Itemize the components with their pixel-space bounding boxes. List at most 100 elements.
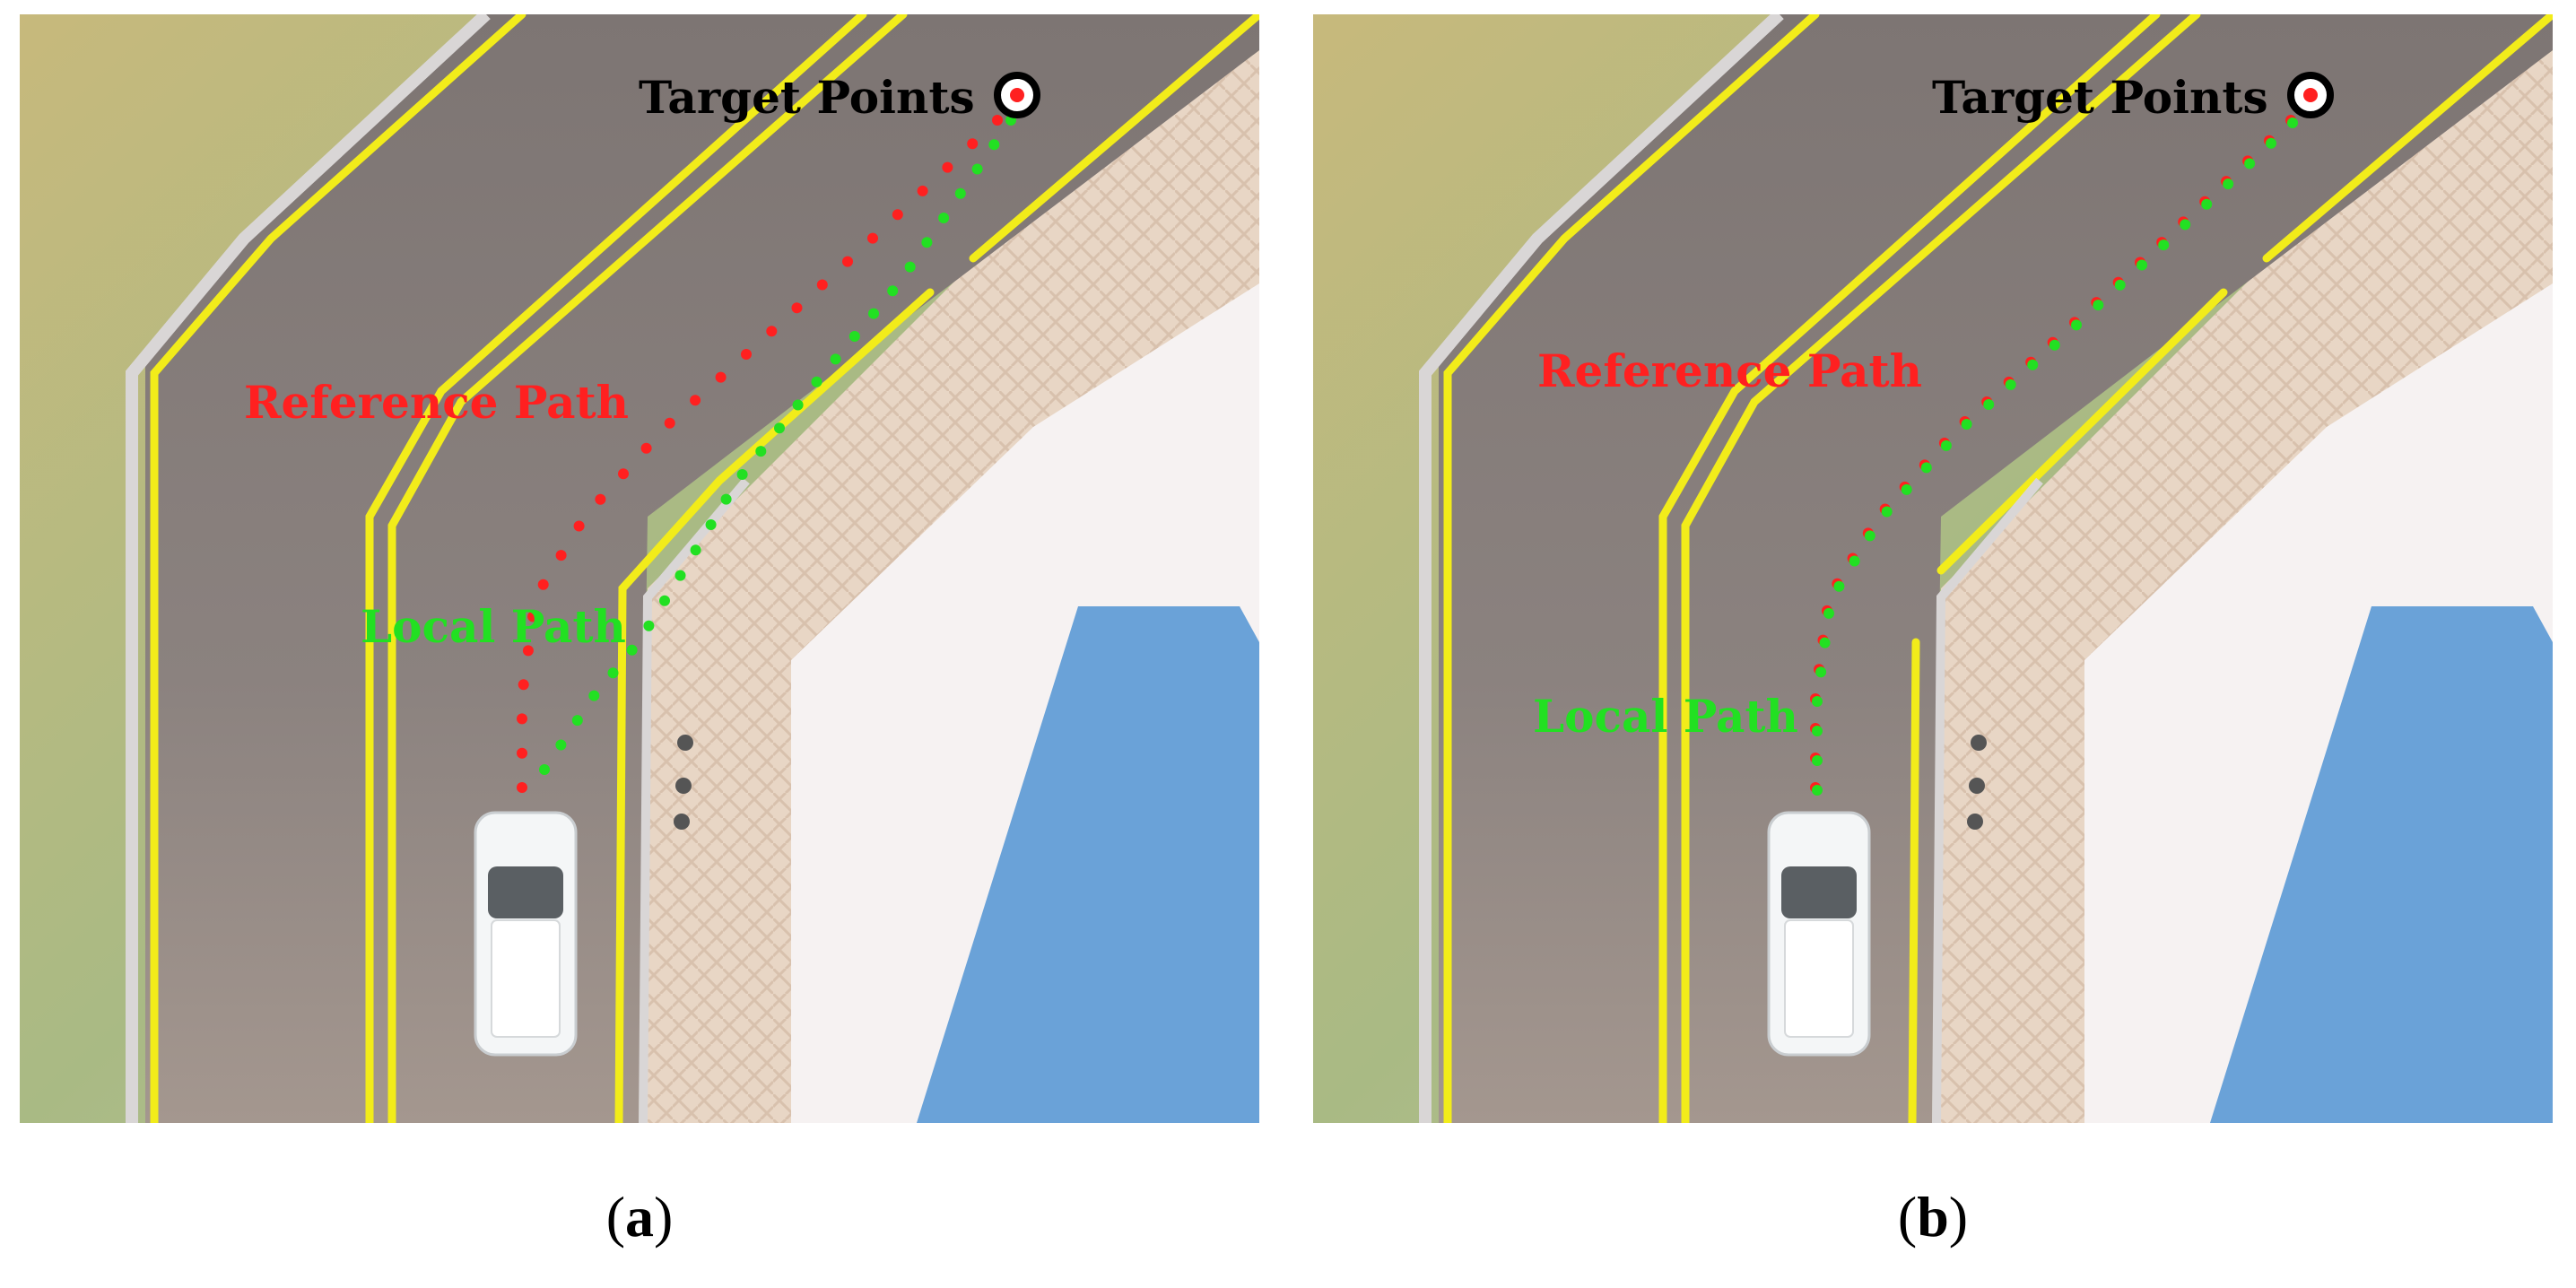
path-dot xyxy=(674,570,686,581)
path-dot xyxy=(640,442,652,454)
path-dot xyxy=(1819,637,1831,648)
path-dot xyxy=(618,468,629,480)
path-dot xyxy=(921,237,933,248)
road-surface xyxy=(1439,14,2553,1123)
path-dot xyxy=(588,690,600,701)
path-dot xyxy=(2244,158,2256,170)
path-dot xyxy=(537,579,549,590)
path-dot xyxy=(2093,300,2104,311)
path-dot xyxy=(942,161,953,173)
lane-lines xyxy=(1443,14,2553,1123)
reference-path-label: Reference Path xyxy=(244,376,629,429)
caption-b: (b) xyxy=(1897,1185,1969,1249)
vehicle xyxy=(1767,811,1871,1057)
path-dot xyxy=(539,764,550,775)
target-points-label: Target Points xyxy=(1932,71,2268,124)
path-dot xyxy=(571,715,583,727)
path-dot xyxy=(555,550,567,561)
path-dot xyxy=(1833,580,1845,592)
path-dot xyxy=(517,747,527,759)
right-curb xyxy=(1932,477,2043,1123)
path-dot xyxy=(517,782,527,793)
blue-roof xyxy=(2210,606,2553,1123)
path-dot xyxy=(849,331,860,342)
path-dot xyxy=(1940,439,1952,451)
path-dot xyxy=(887,285,899,297)
target-point-marker xyxy=(994,72,1040,118)
path-dot xyxy=(867,232,878,244)
aerial-map-b: Target Points Reference Path Local Path xyxy=(1313,14,2553,1123)
path-dot xyxy=(1881,506,1893,518)
path-dot xyxy=(664,417,675,429)
path-dot xyxy=(811,376,822,387)
sidewalk-posts xyxy=(674,735,693,830)
local-path-dots xyxy=(539,115,1016,775)
path-dot xyxy=(626,644,638,656)
path-dot xyxy=(1815,666,1827,678)
local-path-label: Local Path xyxy=(1533,690,1798,743)
path-dot xyxy=(2071,319,2082,331)
path-dot xyxy=(766,326,778,337)
path-dot xyxy=(527,611,539,622)
path-dot xyxy=(967,138,979,150)
path-dot xyxy=(573,520,585,532)
path-dot xyxy=(720,493,732,505)
path-dot xyxy=(518,679,529,691)
path-dot xyxy=(2005,379,2016,390)
target-points-label: Target Points xyxy=(639,71,975,124)
path-dot xyxy=(992,115,1003,126)
path-dot xyxy=(917,185,928,196)
path-dot xyxy=(892,209,903,221)
path-dot xyxy=(816,279,828,291)
target-point-marker xyxy=(2287,72,2334,118)
path-dot xyxy=(954,187,966,199)
path-dot xyxy=(1920,462,1932,474)
path-dot xyxy=(1812,726,1823,736)
path-dot xyxy=(555,739,567,751)
path-dot xyxy=(2180,219,2191,231)
path-dot xyxy=(2114,279,2126,291)
sidewalk-posts xyxy=(1967,735,1987,830)
path-dot xyxy=(2158,239,2170,251)
path-dot xyxy=(1812,696,1823,707)
path-dot xyxy=(2287,117,2298,128)
panel-b: Target Points Reference Path Local Path xyxy=(1313,14,2553,1123)
path-dot xyxy=(2049,339,2060,351)
path-dot xyxy=(705,519,717,530)
path-dot xyxy=(2223,178,2234,190)
path-dot xyxy=(690,395,701,406)
path-dot xyxy=(1823,607,1834,619)
path-dot xyxy=(1864,530,1875,542)
local-path-label: Local Path xyxy=(361,600,626,653)
path-dot xyxy=(643,620,655,631)
path-dot xyxy=(607,667,619,679)
lane-lines xyxy=(150,14,1259,1123)
left-curb xyxy=(126,14,491,1123)
path-dot xyxy=(736,469,748,480)
path-dot xyxy=(1901,483,1912,495)
path-dot xyxy=(792,399,804,411)
panel-a: Target Points Reference Path Local Path xyxy=(20,14,1259,1123)
path-dot xyxy=(690,544,701,556)
path-dot xyxy=(904,261,916,273)
blue-roof xyxy=(917,606,1259,1123)
path-dot xyxy=(868,308,879,319)
path-dot xyxy=(791,302,803,314)
reference-path-dots xyxy=(517,115,1003,793)
path-dot xyxy=(988,139,1000,151)
path-dot xyxy=(517,713,527,725)
caption-letter: a xyxy=(625,1185,654,1249)
road-surface xyxy=(145,14,1259,1123)
path-dot xyxy=(971,163,983,175)
path-dot xyxy=(755,446,767,457)
aerial-map-a: Target Points Reference Path Local Path xyxy=(20,14,1259,1123)
path-dot xyxy=(830,353,841,365)
path-dot xyxy=(2201,198,2213,210)
path-dot xyxy=(842,256,853,267)
right-curb xyxy=(639,477,750,1123)
left-curb xyxy=(1419,14,1784,1123)
path-dot xyxy=(1983,399,1995,410)
path-dot xyxy=(938,213,950,223)
path-dot xyxy=(1849,555,1860,567)
vehicle xyxy=(474,811,578,1057)
